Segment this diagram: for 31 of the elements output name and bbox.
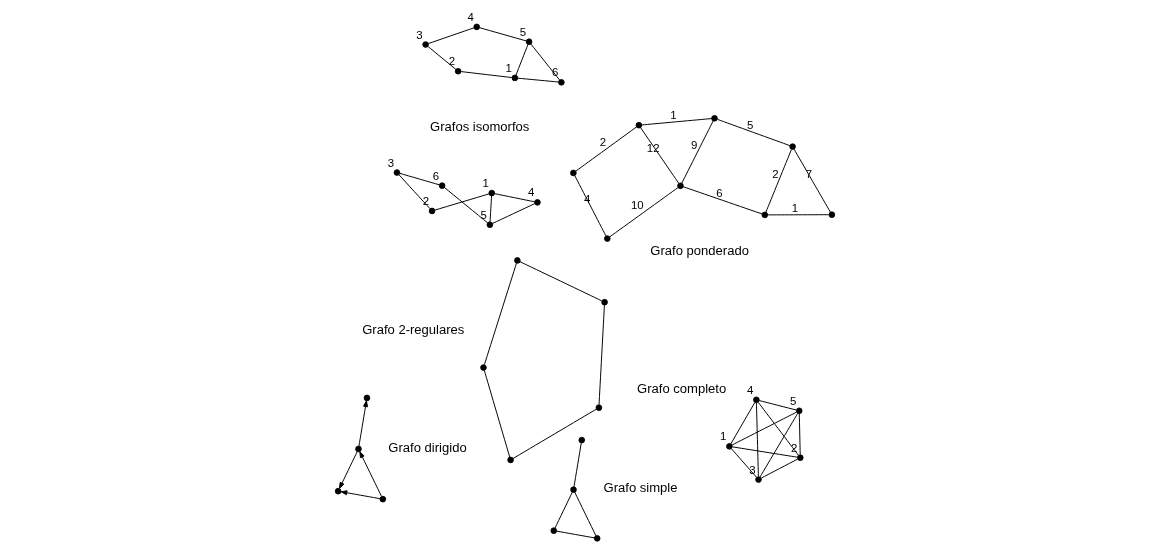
node-label: 6: [432, 169, 440, 182]
edge-label: 9: [691, 138, 698, 151]
node-label: 3: [416, 28, 423, 41]
node-label: 4: [528, 186, 535, 199]
node-label: 5: [519, 25, 527, 38]
label: Grafo dirigido: [388, 439, 467, 455]
node-label: 3: [387, 156, 394, 169]
edge-label: 10: [630, 199, 644, 212]
label: Grafo simple: [603, 480, 678, 496]
label: Grafo 2-regulares: [362, 321, 465, 337]
node-label: 1: [482, 177, 489, 190]
node-label: 1: [720, 430, 727, 443]
edge-label: 6: [716, 187, 723, 200]
label: Grafo ponderado: [650, 243, 749, 259]
edge-label: 12: [646, 142, 660, 155]
node-label: 1: [505, 61, 512, 74]
node-label: 3: [749, 463, 756, 476]
node-label: 4: [747, 383, 754, 396]
label: Grafos isomorfos: [430, 118, 530, 134]
edge-label: 1: [791, 201, 799, 214]
node-label: 2: [422, 194, 430, 207]
node-label: 5: [480, 208, 487, 221]
node-label: 5: [789, 394, 797, 407]
edge-label: 7: [805, 167, 813, 180]
label: Grafo completo: [637, 381, 727, 397]
node-label: 4: [467, 10, 474, 23]
edge-label: 5: [747, 119, 754, 132]
edge-label: 1: [670, 108, 677, 121]
edge-label: 2: [599, 135, 607, 148]
node-label: 2: [448, 55, 456, 68]
edge-label: 2: [772, 167, 779, 180]
